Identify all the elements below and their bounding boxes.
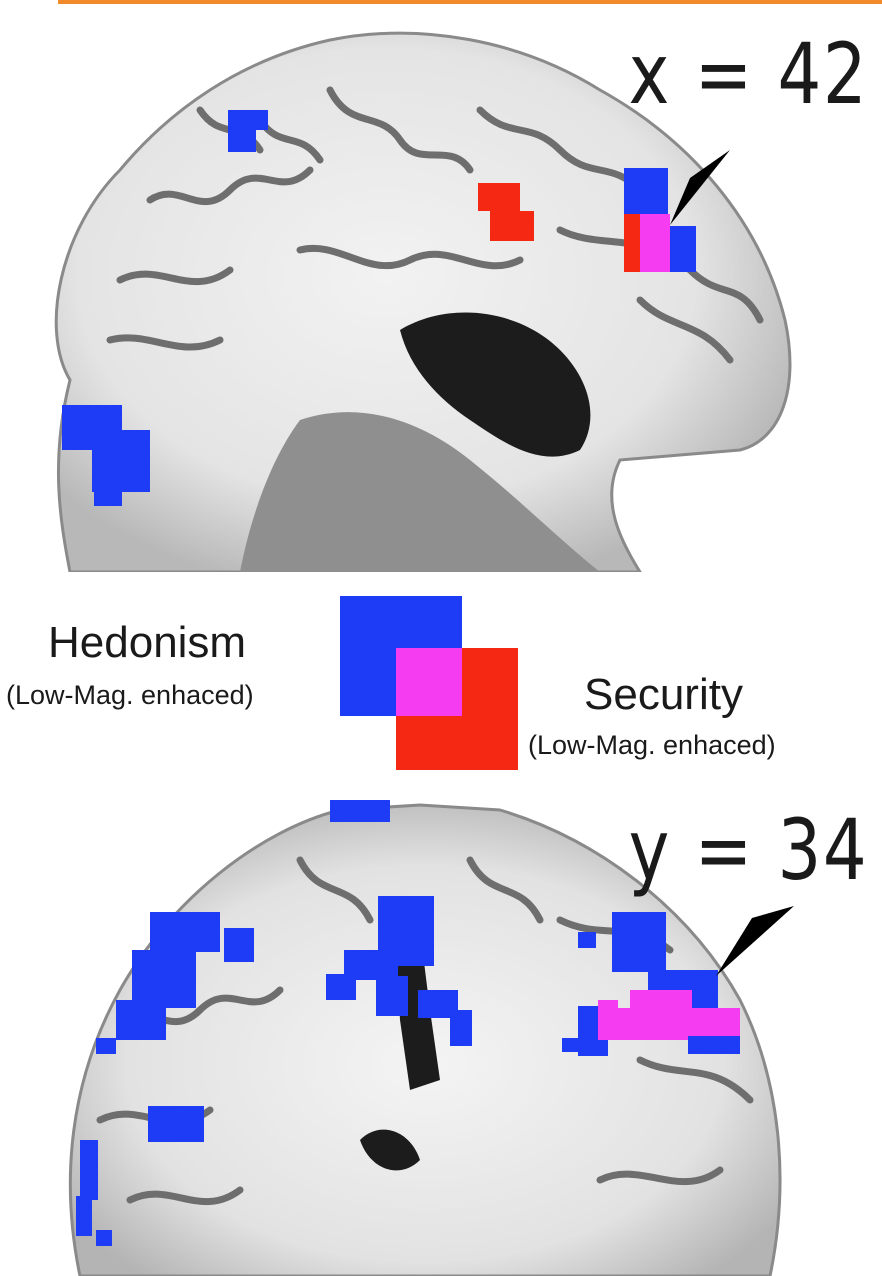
gyri-texture: [96, 856, 754, 1206]
arrowhead-marker: [670, 150, 730, 225]
activation-clusters-sagittal: [62, 110, 696, 506]
arrowhead-marker: [716, 906, 794, 976]
security-legend-sublabel: (Low-Mag. enhaced): [528, 730, 776, 760]
ventricle-dark-region: [400, 312, 591, 457]
hedonism-legend-label: Hedonism: [48, 618, 247, 667]
security-legend-label: Security: [584, 670, 743, 719]
legend-color-swatch: [340, 596, 518, 770]
top-accent-rule: [58, 0, 882, 4]
coronal-coordinate-label: y = 34: [628, 801, 868, 899]
midline-fissure: [395, 930, 440, 1090]
sagittal-slice-panel: x = 42: [0, 0, 882, 572]
legend: Hedonism (Low-Mag. enhaced) Security (Lo…: [0, 580, 882, 790]
ventricle-dark-region: [360, 1129, 420, 1171]
coronal-brain-image: [68, 800, 794, 1276]
coronal-slice-panel: y = 34: [0, 800, 882, 1276]
activation-clusters-coronal: [76, 800, 740, 1246]
overlap-swatch: [396, 648, 462, 716]
hedonism-legend-sublabel: (Low-Mag. enhaced): [6, 680, 254, 710]
sagittal-coordinate-label: x = 42: [628, 25, 868, 123]
cerebellum-region: [240, 412, 600, 572]
sagittal-brain-image: [54, 31, 792, 572]
